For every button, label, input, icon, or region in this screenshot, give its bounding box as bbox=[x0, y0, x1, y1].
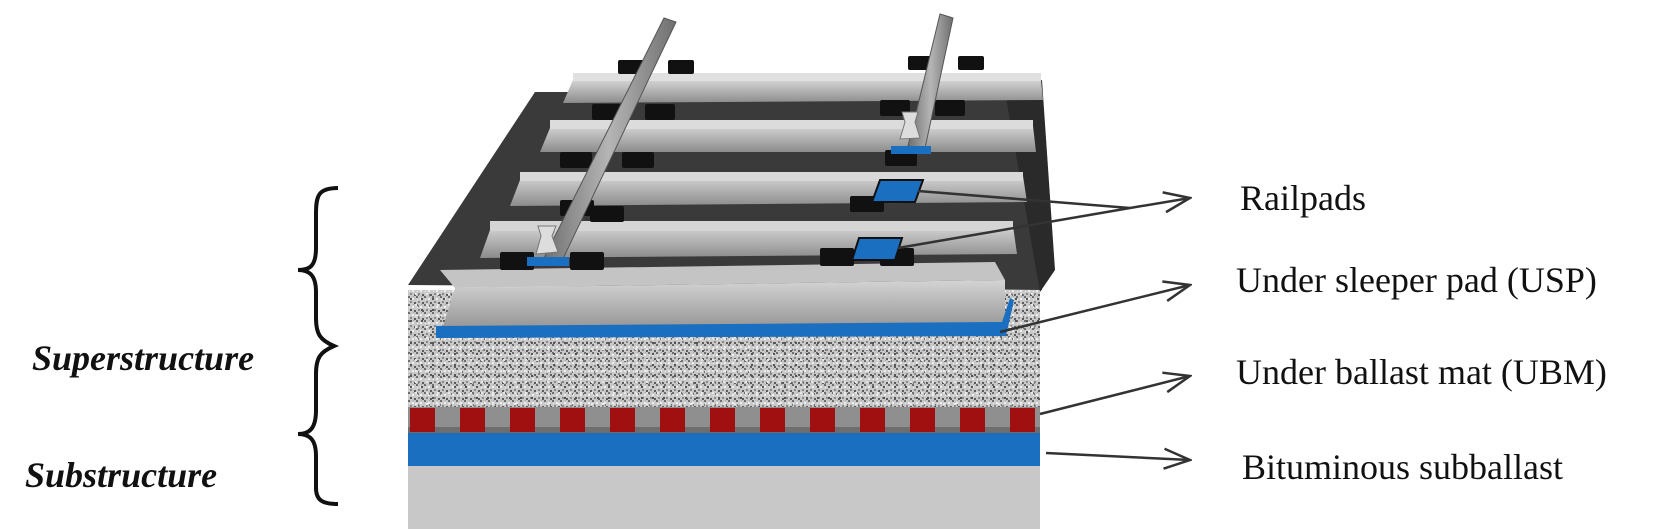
ubm-block bbox=[560, 408, 585, 432]
ubm-block bbox=[610, 408, 635, 432]
railpads-label: Railpads bbox=[1240, 178, 1366, 218]
ubm-block bbox=[410, 408, 435, 432]
ubm-block bbox=[960, 408, 985, 432]
ubm-label: Under ballast mat (UBM) bbox=[1236, 352, 1607, 392]
leader-lines bbox=[897, 189, 1190, 460]
subgrade-layer bbox=[408, 466, 1040, 529]
substructure-label: Substructure bbox=[25, 455, 218, 495]
under-sleeper-pad-element bbox=[436, 298, 1014, 338]
usp-label: Under sleeper pad (USP) bbox=[1236, 260, 1597, 300]
subballast-label: Bituminous subballast bbox=[1242, 447, 1564, 487]
ubm-block bbox=[660, 408, 685, 432]
rails bbox=[535, 13, 954, 266]
ubm-block bbox=[460, 408, 485, 432]
structure-brace bbox=[297, 186, 340, 506]
railpad-elements bbox=[527, 146, 931, 266]
ubm-block bbox=[1010, 408, 1035, 432]
ubm-block bbox=[710, 408, 735, 432]
ubm-block bbox=[760, 408, 785, 432]
under-ballast-mat-layer bbox=[408, 407, 1040, 433]
superstructure-label: Superstructure bbox=[32, 338, 255, 378]
ubm-block bbox=[810, 408, 835, 432]
ubm-block bbox=[510, 408, 535, 432]
ubm-block bbox=[860, 408, 885, 432]
ubm-block bbox=[910, 408, 935, 432]
bituminous-subballast-layer bbox=[408, 433, 1040, 466]
